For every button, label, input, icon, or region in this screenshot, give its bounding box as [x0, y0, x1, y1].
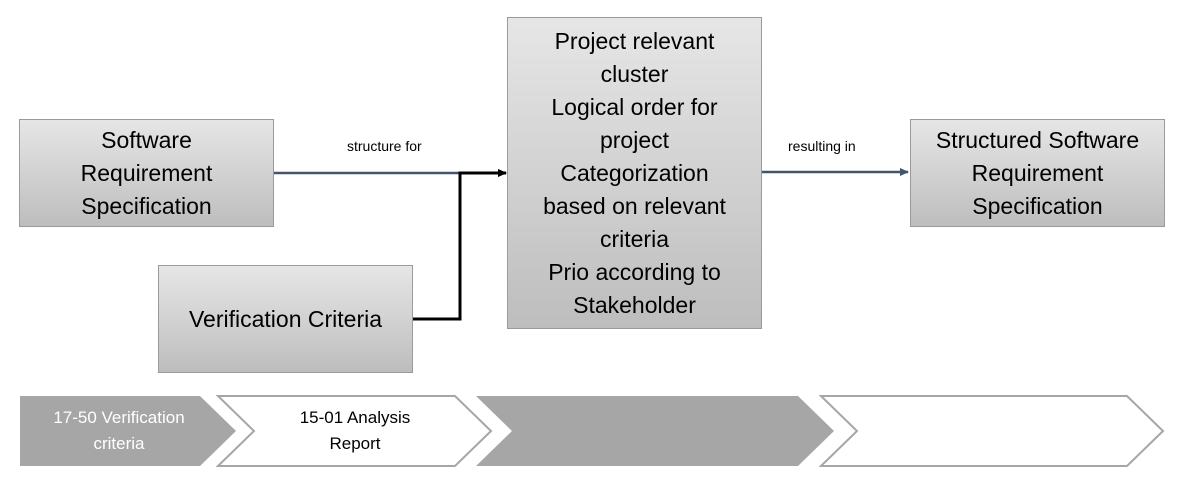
chevron-step-2 — [215, 395, 493, 467]
chevron-step-4-label — [857, 396, 1127, 466]
chevron-step-1-label: 17-50 Verification criteria — [53, 408, 185, 453]
verification-criteria-label: Verification Criteria — [188, 305, 383, 332]
chevron-step-3-label — [512, 396, 798, 466]
chevron-step-1 — [20, 396, 236, 466]
structured-srs-box: Structured Software Requirement Specific… — [910, 119, 1165, 227]
resulting-in-label: resulting in — [788, 138, 856, 154]
verification-criteria-box: Verification Criteria — [158, 265, 413, 373]
chevron-step-4 — [818, 395, 1165, 467]
verification-connector — [413, 169, 507, 321]
software-requirement-specification-label: Software Requirement Specification — [80, 126, 213, 219]
process-steps-label: Project relevant cluster Logical order f… — [543, 27, 726, 318]
process-steps-box: Project relevant cluster Logical order f… — [507, 17, 762, 329]
structure-for-label: structure for — [347, 138, 422, 154]
software-requirement-specification-box: Software Requirement Specification — [19, 119, 274, 227]
structured-srs-label: Structured Software Requirement Specific… — [935, 126, 1140, 219]
chevron-step-2-label: 15-01 Analysis Report — [299, 408, 411, 453]
chevron-step-3 — [476, 396, 834, 466]
